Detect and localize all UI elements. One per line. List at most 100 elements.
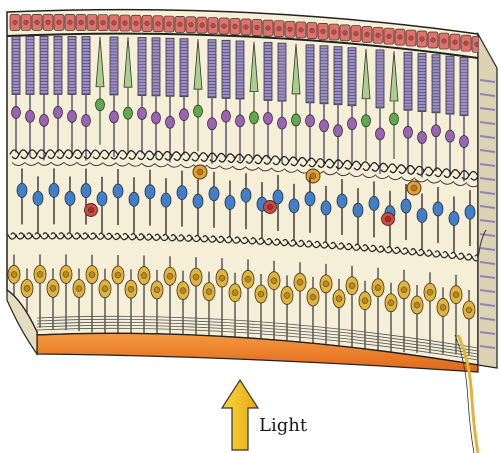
pigment-cell-nucleus: [90, 20, 95, 25]
ganglion-cell-nucleus: [232, 290, 238, 296]
bipolar-cell: [353, 203, 363, 217]
ganglion-cell-nucleus: [219, 275, 225, 281]
pigment-cell-nucleus: [46, 20, 51, 25]
ganglion-cell-nucleus: [414, 302, 420, 308]
bipolar-cell: [81, 184, 91, 198]
ganglion-cell-nucleus: [89, 272, 95, 278]
pigment-cell-nucleus: [376, 33, 381, 38]
pigment-cell-nucleus: [68, 20, 73, 25]
pigment-cell-nucleus: [310, 28, 315, 33]
bipolar-cell: [369, 196, 379, 210]
ganglion-cell-nucleus: [128, 286, 134, 292]
pigment-cell-nucleus: [288, 27, 293, 32]
rod-nucleus: [68, 110, 77, 122]
ganglion-cell-nucleus: [37, 271, 43, 277]
pigment-cell-nucleus: [266, 26, 271, 31]
pigment-cell-nucleus: [13, 20, 18, 25]
pigment-cell-nucleus: [321, 29, 326, 34]
cone-nucleus: [390, 113, 399, 125]
amacrine-cell-nucleus: [88, 207, 94, 213]
ganglion-cell-nucleus: [180, 288, 186, 294]
pigment-cell-nucleus: [178, 22, 183, 27]
ganglion-cell-nucleus: [63, 271, 69, 277]
rod-nucleus: [264, 112, 273, 124]
ganglion-cell-nucleus: [245, 276, 251, 282]
bipolar-cell: [65, 191, 75, 205]
rod-nucleus: [306, 115, 315, 127]
ganglion-cell-nucleus: [24, 285, 30, 291]
pigment-cell-nucleus: [255, 25, 260, 30]
light-label: Light: [259, 415, 307, 436]
ganglion-cell-nucleus: [76, 285, 82, 291]
ganglion-cell-nucleus: [427, 289, 433, 295]
pigment-cell-nucleus: [112, 21, 117, 26]
cone-nucleus: [96, 99, 105, 111]
pigment-cell-nucleus: [167, 22, 172, 27]
pigment-cell-nucleus: [409, 36, 414, 41]
rod-nucleus: [348, 118, 357, 130]
pigment-cell-nucleus: [442, 39, 447, 44]
ganglion-cell-nucleus: [102, 286, 108, 292]
pigment-cell-nucleus: [299, 28, 304, 33]
ganglion-cell-nucleus: [271, 278, 277, 284]
ganglion-cell-nucleus: [206, 289, 212, 295]
cone-nucleus: [194, 105, 203, 117]
pigment-cell-nucleus: [332, 30, 337, 35]
rod-nucleus: [222, 110, 231, 122]
cone-nucleus: [250, 112, 259, 124]
pigment-cell-nucleus: [57, 20, 62, 25]
amacrine-cell-nucleus: [267, 204, 273, 210]
bipolar-cell: [449, 212, 459, 226]
pigment-cell-nucleus: [244, 25, 249, 30]
bipolar-cell: [433, 202, 443, 216]
ganglion-cell-nucleus: [323, 281, 329, 287]
ganglion-cell-nucleus: [375, 285, 381, 291]
bipolar-cell: [401, 199, 411, 213]
rod-nucleus: [166, 116, 175, 128]
rod-nucleus: [334, 125, 343, 137]
pigment-cell-nucleus: [354, 31, 359, 36]
rod-nucleus: [446, 130, 455, 142]
ganglion-cell-nucleus: [297, 279, 303, 285]
rod-nucleus: [278, 117, 287, 129]
bipolar-cell: [417, 208, 427, 222]
pigment-cell-nucleus: [134, 21, 139, 26]
bipolar-cell: [209, 187, 219, 201]
rod-nucleus: [12, 106, 21, 118]
bipolar-cell: [321, 201, 331, 215]
pigment-cell-nucleus: [35, 20, 40, 25]
pigment-cell-nucleus: [24, 20, 29, 25]
bipolar-cell: [33, 191, 43, 205]
bipolar-cell: [161, 193, 171, 207]
rod-nucleus: [110, 111, 119, 123]
ganglion-cell-nucleus: [115, 272, 121, 278]
bipolar-cell: [177, 186, 187, 200]
ganglion-cell-nucleus: [141, 273, 147, 279]
ganglion-cell-nucleus: [284, 292, 290, 298]
bipolar-cell: [113, 184, 123, 198]
pigment-cell-nucleus: [79, 20, 84, 25]
ganglion-cell-nucleus: [453, 292, 459, 298]
bipolar-cell: [145, 185, 155, 199]
bipolar-cell: [305, 192, 315, 206]
pigment-cell-nucleus: [420, 37, 425, 42]
horizontal-cell-nucleus: [197, 169, 203, 175]
pigment-cell-nucleus: [200, 23, 205, 28]
cone-nucleus: [362, 115, 371, 127]
light-arrow: [222, 380, 258, 450]
bipolar-cell: [289, 199, 299, 213]
bipolar-cell: [225, 195, 235, 209]
bipolar-cell: [193, 194, 203, 208]
ganglion-cell-nucleus: [258, 291, 264, 297]
rod-nucleus: [152, 112, 161, 124]
ganglion-cell-nucleus: [310, 294, 316, 300]
bipolar-cell: [17, 183, 27, 197]
horizontal-cell-nucleus: [310, 173, 316, 179]
rod-nucleus: [138, 107, 147, 119]
horizontal-cell-nucleus: [411, 185, 417, 191]
ganglion-cell-nucleus: [154, 287, 160, 293]
bipolar-cell: [129, 192, 139, 206]
ganglion-cell-nucleus: [466, 307, 472, 313]
rod-nucleus: [418, 131, 427, 143]
bipolar-cell: [465, 205, 475, 219]
